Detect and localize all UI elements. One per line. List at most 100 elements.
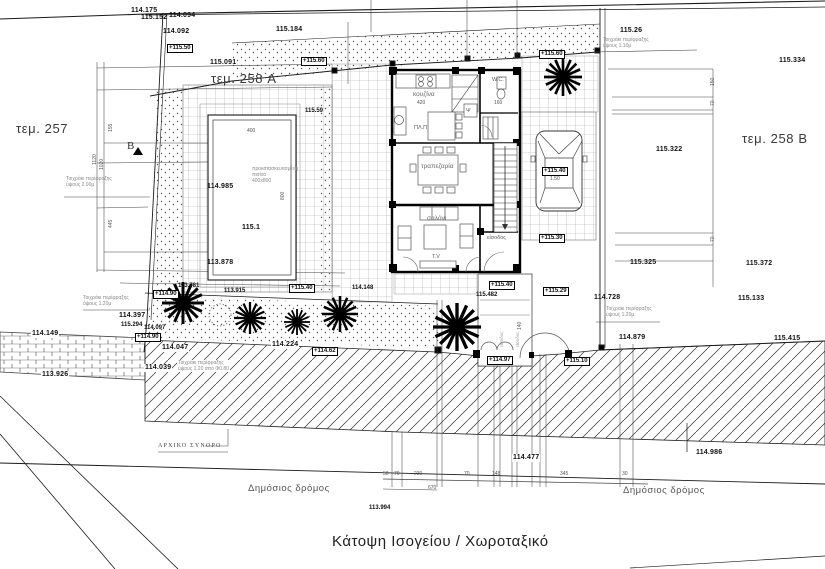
house xyxy=(389,67,522,274)
dim-pool-800: 800 xyxy=(280,191,286,200)
dim-road-30: 30 xyxy=(622,471,628,477)
spot-115322: 115.322 xyxy=(656,146,683,153)
spot-113994: 113.994 xyxy=(369,505,391,511)
spot-114149: 114.149 xyxy=(31,330,60,338)
room-fridge: Ψ xyxy=(466,108,471,114)
dim-w-1020: 1020 xyxy=(99,158,105,170)
parcel-257: τεμ. 257 xyxy=(16,121,69,136)
spot-114397: 114.397 xyxy=(119,312,146,319)
spot-11559: 115.59 xyxy=(305,108,324,114)
room-dining: τραπεζαρία xyxy=(421,163,454,170)
level-114-90-a: +114.90 xyxy=(153,290,179,299)
spot-115372: 115.372 xyxy=(746,260,773,267)
spot-114092: 114.092 xyxy=(163,28,190,35)
spot-114986: 114.986 xyxy=(696,449,723,456)
spot-115091: 115.091 xyxy=(210,59,237,66)
level-115-60-b: +115.60 xyxy=(539,50,565,59)
room-entry: είσοδος xyxy=(487,235,506,241)
dining-table xyxy=(417,154,459,186)
boundary-label: ΑΡΧΙΚΟ ΣΥΝΟΡΟ xyxy=(158,443,222,449)
trees xyxy=(160,56,584,353)
level-115-40-car: +115.40 xyxy=(542,167,568,176)
dim-road-70b: 70 xyxy=(464,471,470,477)
section-b: B xyxy=(127,140,135,152)
dim-w-445: 445 xyxy=(108,219,114,228)
drawing-title: Κάτοψη Ισογείου / Χωροταξικό xyxy=(332,533,549,550)
dim-road-230: 230 xyxy=(414,471,423,477)
spot-114039: 114.039 xyxy=(144,364,173,372)
pool xyxy=(199,103,301,288)
parcel-258a: τεμ. 258 A xyxy=(211,71,277,86)
room-appliance: ΠΛ.Π xyxy=(414,125,428,131)
section-marker xyxy=(133,147,143,155)
shrub xyxy=(208,303,232,327)
tv-stand xyxy=(419,260,457,269)
spot-115294: 115.294 xyxy=(121,322,143,328)
spot-114094: 114.094 xyxy=(169,12,196,19)
spot-115133: 115.133 xyxy=(738,295,765,302)
dim-road-50: 50 xyxy=(383,471,389,477)
dim-gate-140: 140 xyxy=(517,321,523,330)
sink xyxy=(394,115,404,125)
level-115-30: +115.30 xyxy=(539,234,565,243)
gate-entry-label-1: είσοδος xyxy=(499,331,504,347)
level-114-97: +114.97 xyxy=(487,356,513,365)
entrance-gates xyxy=(473,273,572,367)
dim-road-70a: 70 xyxy=(394,471,400,477)
pedestrian-gate xyxy=(480,341,514,351)
spot-114224: 114.224 xyxy=(271,341,300,349)
spot-113781: 113.781 xyxy=(178,283,200,289)
level-114-62: +114.62 xyxy=(312,347,338,356)
spot-114985: 114.985 xyxy=(207,183,234,190)
spot-115415: 115.415 xyxy=(774,335,801,342)
dim-w-1120: 1120 xyxy=(92,154,98,165)
spot-114047: 114.047 xyxy=(161,344,190,352)
door-swings xyxy=(402,124,505,273)
spot-115334: 115.334 xyxy=(779,57,806,64)
room-living: σαλόνι xyxy=(427,215,447,222)
coffee-table xyxy=(423,224,447,250)
level-115-10: +115.10 xyxy=(564,357,590,366)
spot-114477: 114.477 xyxy=(512,454,541,462)
spot-115482: 115.482 xyxy=(476,292,498,298)
spot-115184: 115.184 xyxy=(276,26,303,33)
dim-pool-400: 400 xyxy=(247,128,256,134)
house-columns xyxy=(389,67,521,272)
sofa xyxy=(419,206,459,221)
level-115-40-walk: +115.40 xyxy=(489,281,515,290)
dim-wc-160: 160 xyxy=(494,100,503,106)
stove xyxy=(415,74,437,89)
level-115-50: +115.50 xyxy=(167,44,193,53)
spot-113878: 113.878 xyxy=(207,259,234,266)
room-wc: W.C. xyxy=(492,77,504,83)
spot-115325: 115.325 xyxy=(630,259,657,266)
gate-entry-label-2: είσοδος xyxy=(515,331,520,347)
spot-113915: 113.915 xyxy=(224,288,246,294)
dim-e-70b: 70 xyxy=(710,236,716,242)
spot-114097: 114.097 xyxy=(144,325,166,331)
level-114-90-b: +114.90 xyxy=(135,333,161,342)
spot-114175: 114.175 xyxy=(131,7,158,14)
level-115-40-deck: +115.40 xyxy=(289,284,315,293)
dim-w-155: 155 xyxy=(108,123,114,132)
road-label-left: Δημόσιος δρόμος xyxy=(248,483,330,494)
spot-1151: 115.1 xyxy=(242,224,261,231)
room-tv: T.V xyxy=(432,254,440,260)
level-115-60-a: +115.60 xyxy=(301,57,327,66)
spot-114728: 114.728 xyxy=(594,294,621,301)
spot-115152: 115.152 xyxy=(141,14,168,21)
spot-11526: 115.26 xyxy=(620,27,643,34)
dim-e-70a: 70 xyxy=(710,100,716,106)
spot-114148: 114.148 xyxy=(352,285,374,291)
dim-car-150: 1.50 xyxy=(550,176,560,182)
level-115-29: +115.29 xyxy=(543,287,569,296)
dim-e-150: 150 xyxy=(710,77,716,86)
furniture xyxy=(393,73,507,269)
